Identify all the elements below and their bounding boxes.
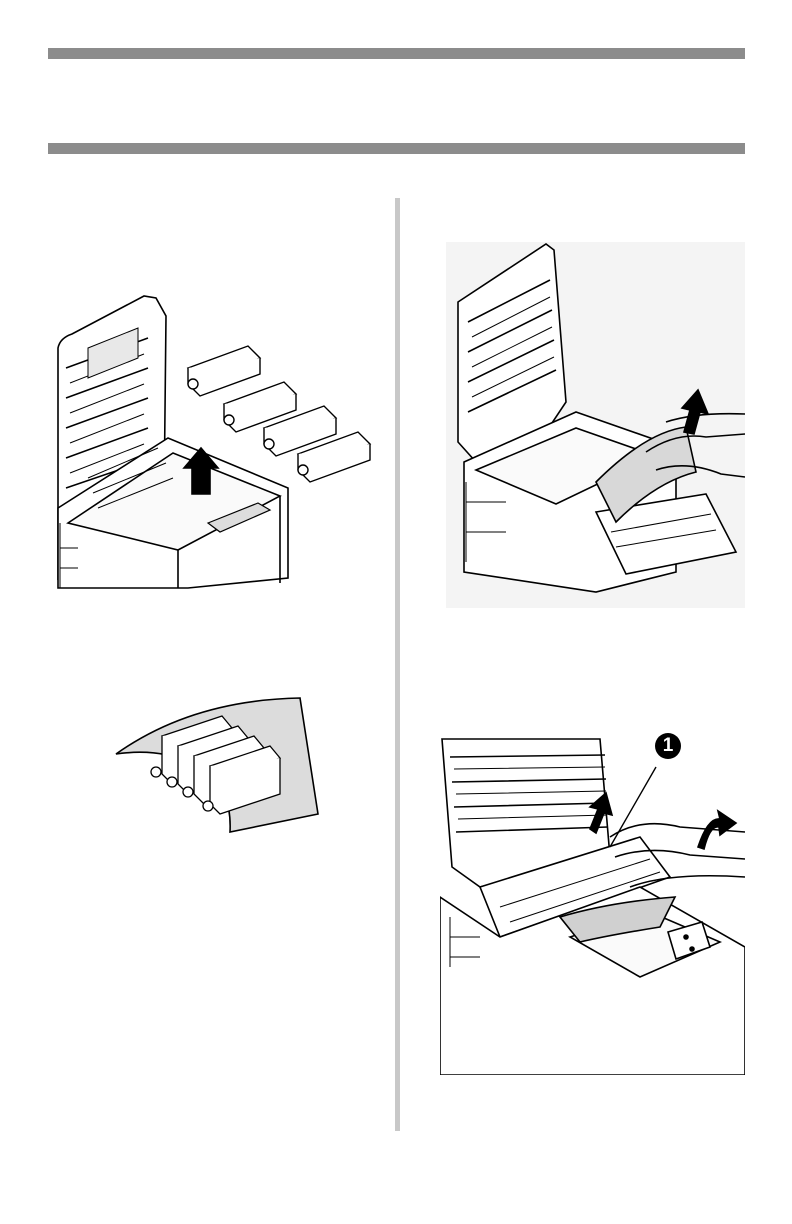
bottom-header-rule — [48, 143, 745, 154]
figure-remove-jammed-paper-belt — [440, 737, 745, 1075]
callout-number-badge: 1 — [655, 733, 681, 759]
top-header-rule — [48, 48, 745, 59]
figure-remove-image-drums — [48, 288, 378, 593]
column-divider — [395, 198, 400, 1131]
figure-drums-covered — [112, 696, 320, 836]
figure-remove-jammed-paper-front — [446, 242, 745, 608]
